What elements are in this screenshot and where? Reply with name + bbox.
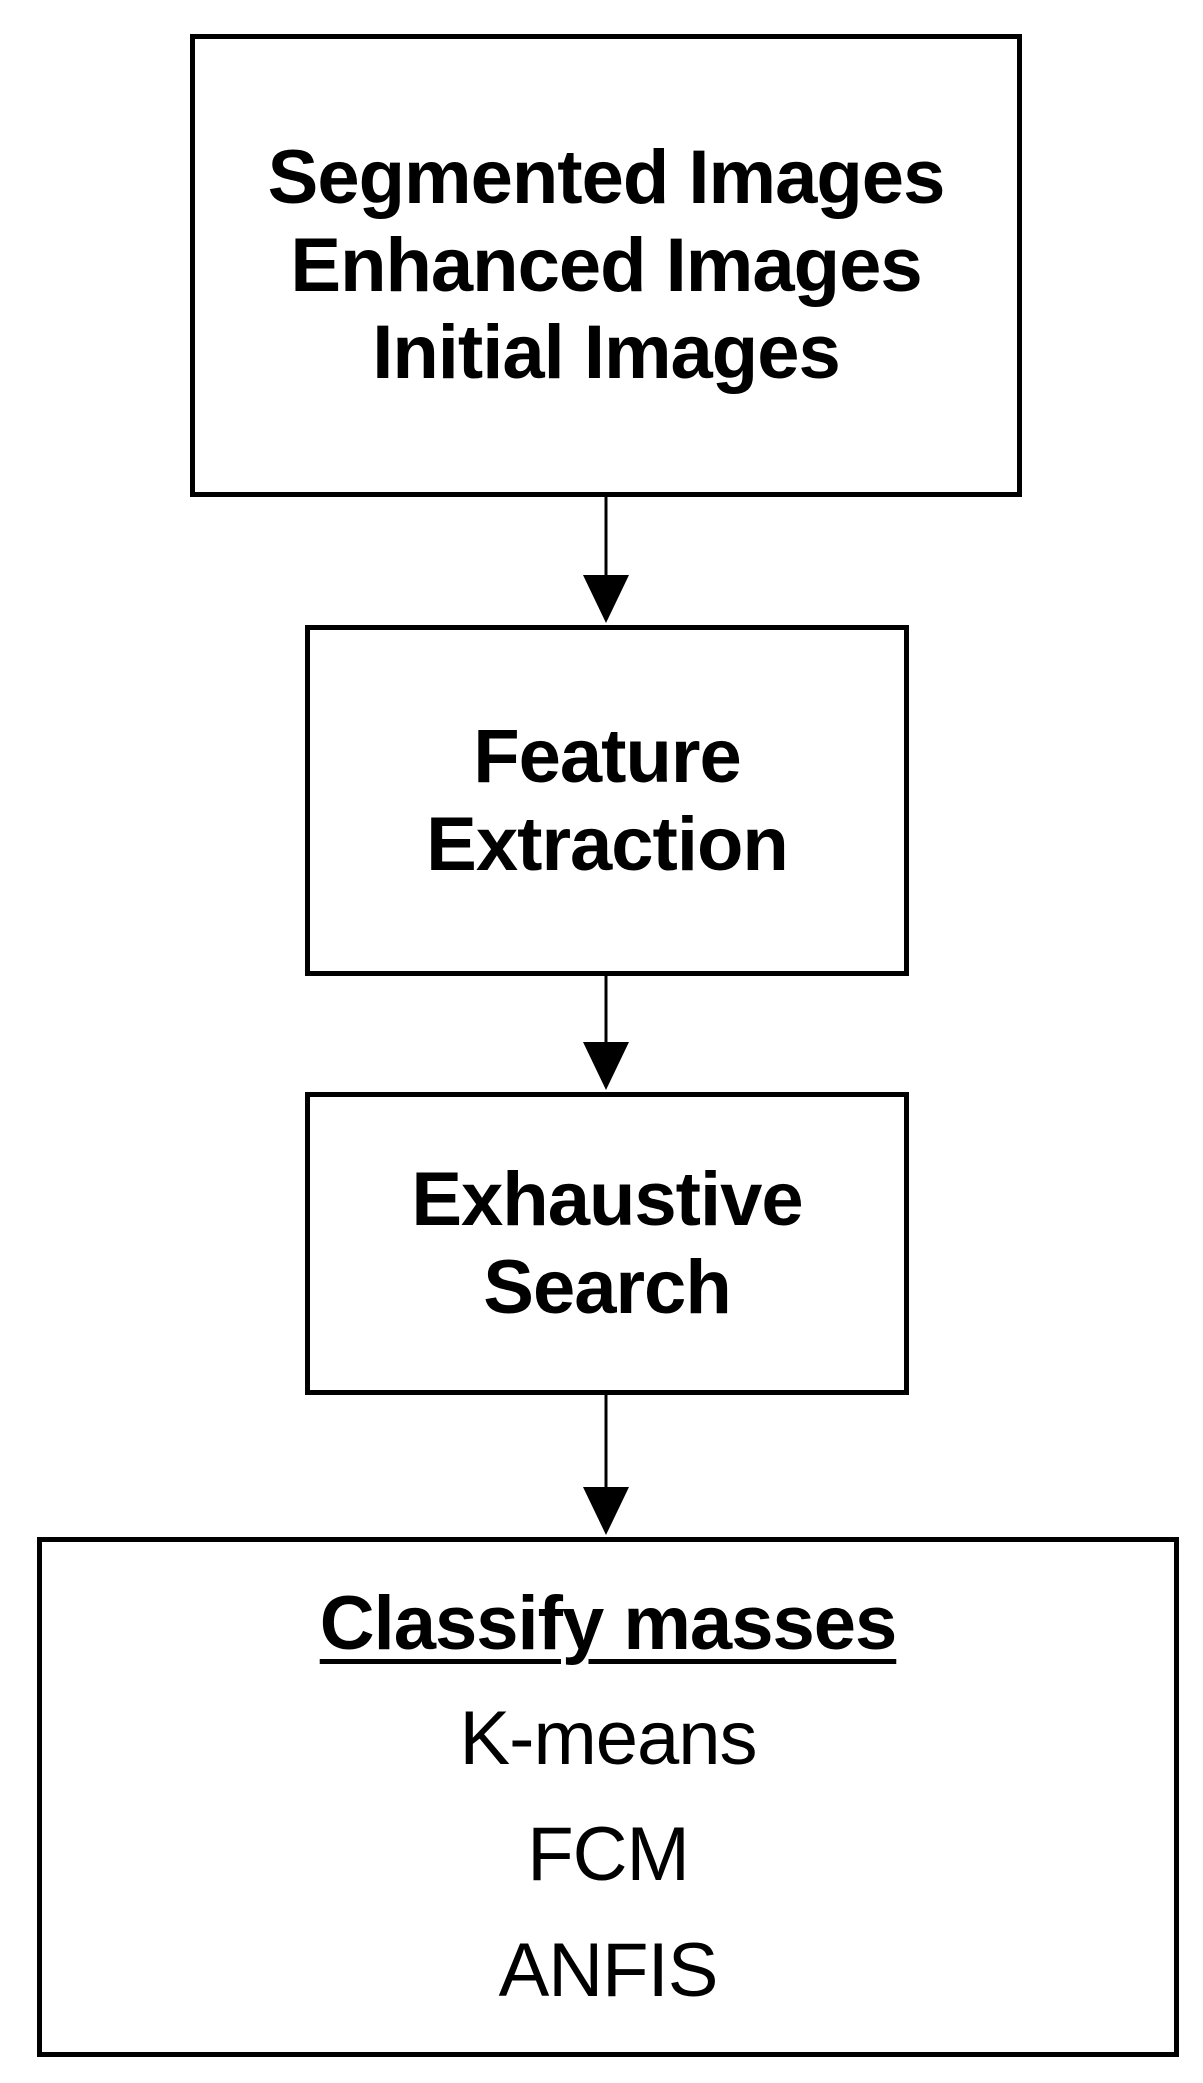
- segmented-images-label: Segmented Images: [267, 135, 946, 221]
- enhanced-images-label: Enhanced Images: [290, 222, 922, 308]
- initial-images-label: Initial Images: [372, 310, 840, 396]
- exhaustive-search-box: Exhaustive Search: [305, 1092, 909, 1395]
- anfis-label: ANFIS: [498, 1927, 719, 2013]
- feature-extraction-box: Feature Extraction: [305, 625, 909, 976]
- feature-extraction-label-line1: Feature: [473, 714, 742, 800]
- arrow-inputs-to-feature: [583, 497, 629, 623]
- fcm-label: FCM: [527, 1812, 690, 1897]
- classify-masses-heading: Classify masses: [319, 1580, 898, 1666]
- input-images-box: Segmented Images Enhanced Images Initial…: [190, 34, 1022, 497]
- exhaustive-search-label-line1: Exhaustive: [411, 1157, 803, 1243]
- arrow-search-to-classify: [583, 1395, 629, 1535]
- exhaustive-search-label-line2: Search: [483, 1244, 731, 1330]
- kmeans-label: K-means: [459, 1696, 757, 1782]
- feature-extraction-label-line2: Extraction: [426, 801, 789, 887]
- classify-masses-box: Classify masses K-means FCM ANFIS: [37, 1537, 1179, 2057]
- arrow-feature-to-search: [583, 976, 629, 1090]
